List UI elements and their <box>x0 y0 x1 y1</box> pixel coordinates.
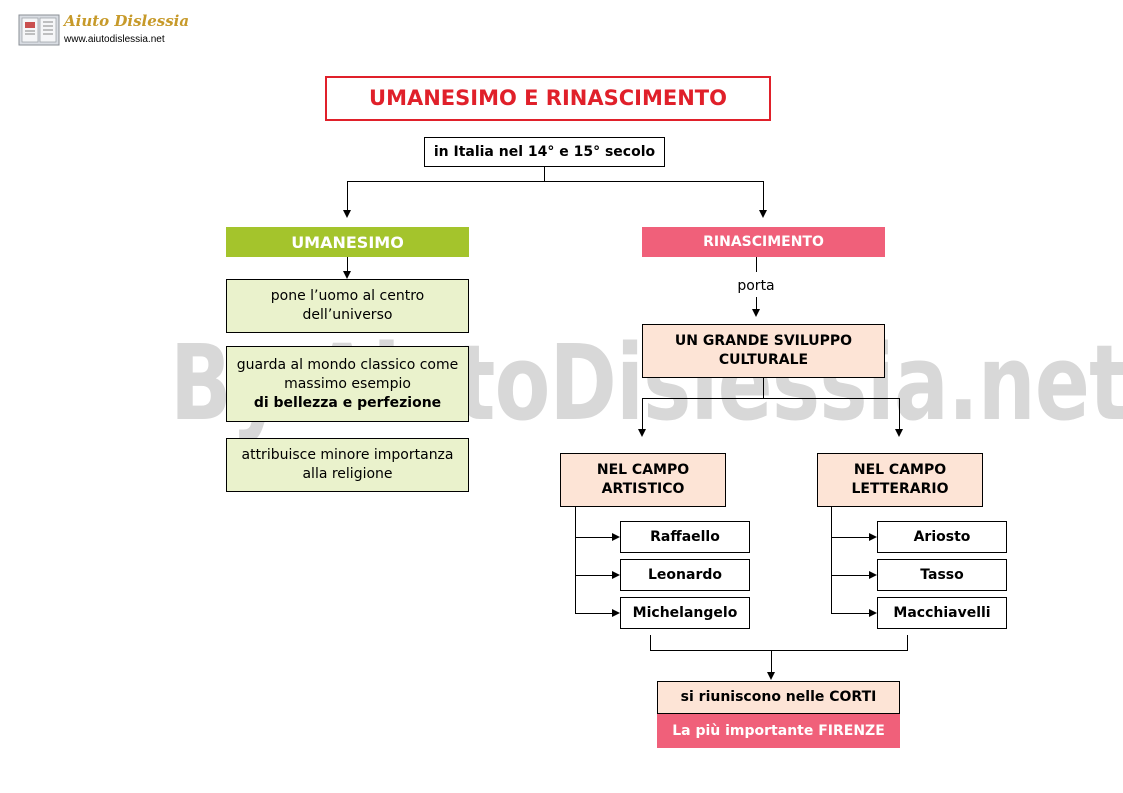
item-line: alla religione <box>302 466 393 482</box>
writer-name: Tasso <box>920 566 964 583</box>
logo-name: Aiuto Dislessia <box>64 12 190 30</box>
campo-artistico-box: NEL CAMPO ARTISTICO <box>560 453 726 507</box>
connector <box>347 181 764 182</box>
item-line: dell’universo <box>302 307 393 323</box>
book-icon <box>18 14 60 46</box>
connector <box>756 257 757 272</box>
umanesimo-heading-text: UMANESIMO <box>291 232 404 252</box>
connector <box>642 398 900 399</box>
artist-michelangelo: Michelangelo <box>620 597 750 629</box>
arrow-down-icon <box>752 309 760 317</box>
artist-name: Raffaello <box>650 528 720 545</box>
artist-raffaello: Raffaello <box>620 521 750 553</box>
item-line: guarda al mondo classico come <box>236 356 459 373</box>
arrow-down-icon <box>895 429 903 437</box>
arrow-down-icon <box>638 429 646 437</box>
arrow-right-icon <box>869 571 877 579</box>
umanesimo-item-2: guarda al mondo classico come massimo es… <box>226 346 469 422</box>
connector <box>575 613 613 614</box>
subtitle-box: in Italia nel 14° e 15° secolo <box>424 137 665 167</box>
connector <box>575 575 613 576</box>
arrow-right-icon <box>869 533 877 541</box>
connector <box>650 650 908 651</box>
site-logo: Aiuto Dislessia www.aiutodislessia.net <box>18 12 189 52</box>
item-line: pone l’uomo al centro <box>270 288 425 304</box>
campo-line: ARTISTICO <box>601 481 685 497</box>
campo-line: LETTERARIO <box>851 481 949 497</box>
umanesimo-item-3: attribuisce minore importanza alla relig… <box>226 438 469 492</box>
arrow-right-icon <box>869 609 877 617</box>
artist-name: Michelangelo <box>632 604 738 621</box>
connector <box>650 635 651 650</box>
arrow-right-icon <box>612 609 620 617</box>
connector <box>907 635 908 650</box>
item-line: attribuisce minore importanza <box>241 447 454 463</box>
rinascimento-heading: RINASCIMENTO <box>642 227 885 257</box>
writer-macchiavelli: Macchiavelli <box>877 597 1007 629</box>
umanesimo-heading: UMANESIMO <box>226 227 469 257</box>
writer-name: Macchiavelli <box>893 604 991 621</box>
item-line-bold: di bellezza e perfezione <box>253 394 442 411</box>
connector <box>544 167 545 181</box>
page-title: UMANESIMO E RINASCIMENTO <box>325 76 771 121</box>
connector <box>831 507 832 613</box>
connector <box>763 378 764 398</box>
connector <box>831 613 870 614</box>
arrow-right-icon <box>612 533 620 541</box>
rinascimento-heading-text: RINASCIMENTO <box>703 233 824 250</box>
connector <box>575 537 613 538</box>
campo-line: NEL CAMPO <box>853 462 947 478</box>
sviluppo-line: UN GRANDE SVILUPPO <box>674 333 853 349</box>
campo-letterario-box: NEL CAMPO LETTERARIO <box>817 453 983 507</box>
arrow-down-icon <box>343 210 351 218</box>
sviluppo-line: CULTURALE <box>718 352 809 368</box>
artist-leonardo: Leonardo <box>620 559 750 591</box>
umanesimo-item-1: pone l’uomo al centro dell’universo <box>226 279 469 333</box>
arrow-down-icon <box>759 210 767 218</box>
artist-name: Leonardo <box>648 566 722 583</box>
corti-text: si riuniscono nelle CORTI <box>680 689 877 705</box>
connector <box>831 575 870 576</box>
item-line: massimo esempio <box>284 375 411 392</box>
connector <box>831 537 870 538</box>
campo-line: NEL CAMPO <box>596 462 690 478</box>
firenze-text: La più importante FIRENZE <box>672 722 885 739</box>
arrow-down-icon <box>767 672 775 680</box>
firenze-box: La più importante FIRENZE <box>657 714 900 748</box>
writer-name: Ariosto <box>913 528 971 545</box>
page-title-text: UMANESIMO E RINASCIMENTO <box>369 86 727 110</box>
corti-box: si riuniscono nelle CORTI <box>657 681 900 714</box>
porta-text: porta <box>737 277 775 294</box>
connector <box>756 297 757 309</box>
arrow-right-icon <box>612 571 620 579</box>
connector <box>771 650 772 672</box>
arrow-down-icon <box>343 271 351 279</box>
writer-ariosto: Ariosto <box>877 521 1007 553</box>
connector <box>575 507 576 613</box>
logo-url: www.aiutodislessia.net <box>64 34 165 45</box>
sviluppo-box: UN GRANDE SVILUPPO CULTURALE <box>642 324 885 378</box>
writer-tasso: Tasso <box>877 559 1007 591</box>
connector <box>763 181 764 211</box>
connector <box>347 181 348 211</box>
porta-label: porta <box>726 276 786 296</box>
connector <box>347 257 348 271</box>
connector <box>642 398 643 429</box>
subtitle-text: in Italia nel 14° e 15° secolo <box>433 143 656 160</box>
connector <box>899 398 900 429</box>
